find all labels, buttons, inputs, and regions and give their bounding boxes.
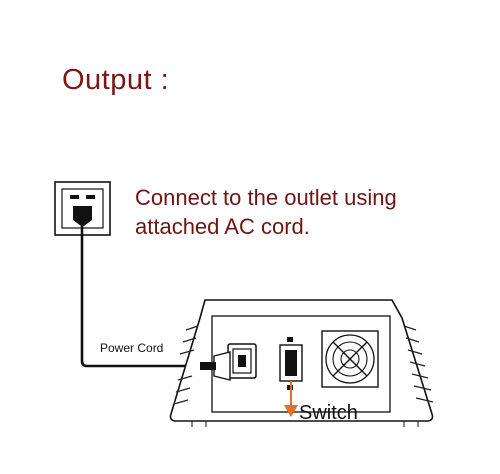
ac-plug-connector <box>200 351 231 381</box>
page-title: Output : <box>62 64 170 96</box>
cooling-fan <box>321 330 379 388</box>
instruction-line-1: Connect to the outlet using <box>135 185 397 210</box>
instruction-line-2: attached AC cord. <box>135 214 310 239</box>
instruction-text: Connect to the outlet using attached AC … <box>135 183 397 241</box>
power-cord-label: Power Cord <box>100 341 164 355</box>
ac-socket <box>227 343 257 379</box>
power-cord-line <box>80 226 216 368</box>
switch-label: Switch <box>299 402 358 424</box>
switch-arrow <box>284 381 298 417</box>
power-switch <box>279 337 303 390</box>
